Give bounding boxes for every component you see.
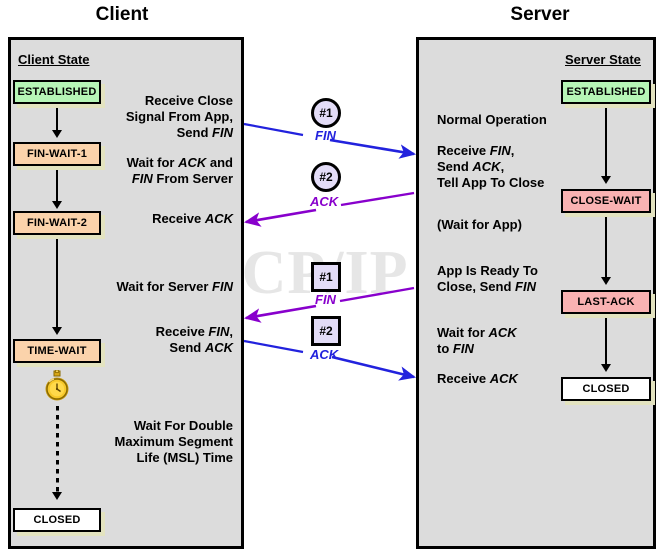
server-flow-arrow-2 (601, 277, 611, 285)
wire-ack-4-left (243, 339, 304, 354)
client-flow-line-1 (56, 106, 58, 132)
wire-fin-3-left (243, 304, 317, 323)
client-state-fin-wait-2: FIN-WAIT-2 (13, 211, 101, 235)
server-state-closed: CLOSED (561, 377, 651, 401)
wire-fin-1-left (243, 122, 304, 137)
client-state-established: ESTABLISHED (13, 80, 101, 104)
client-flow-arrow-1 (52, 130, 62, 138)
server-column-title: Server (510, 4, 570, 25)
client-flow-arrow-2 (52, 201, 62, 209)
server-state-close-wait: CLOSE-WAIT (561, 189, 651, 213)
server-flow-arrow-3 (601, 364, 611, 372)
server-note-receive-fin-send-ack: Receive FIN,Send ACK,Tell App To Close (437, 143, 545, 190)
client-state-fin-wait-1: FIN-WAIT-1 (13, 142, 101, 166)
message-label-3-fin: FIN (315, 292, 336, 307)
wire-ack-4-right (331, 355, 417, 381)
client-column-title: Client (95, 4, 149, 25)
server-state-header: Server State (565, 52, 641, 67)
client-note-receive-ack: Receive ACK (152, 211, 233, 226)
wire-ack-2-left (243, 208, 317, 227)
server-flow-arrow-1 (601, 176, 611, 184)
client-flow-arrow-3 (52, 327, 62, 335)
message-marker-1-fin: #1 (311, 98, 341, 128)
server-flow-line-1 (605, 106, 607, 178)
client-note-receive-fin-send-ack: Receive FIN,Send ACK (155, 324, 233, 355)
server-flow-line-3 (605, 316, 607, 366)
wire-ack-2-right (340, 191, 415, 207)
client-flow-line-2 (56, 168, 58, 203)
message-marker-2-ack: #2 (311, 162, 341, 192)
client-state-time-wait: TIME-WAIT (13, 339, 101, 363)
message-label-4-ack: ACK (310, 347, 339, 362)
server-flow-line-2 (605, 215, 607, 279)
client-msl-dotted-line (56, 406, 59, 494)
client-flow-line-3 (56, 237, 58, 329)
message-label-2-ack: ACK (310, 194, 339, 209)
server-note-wait-for-app: (Wait for App) (437, 217, 522, 232)
client-state-closed: CLOSED (13, 508, 101, 532)
client-note-wait-for-server-fin: Wait for Server FIN (116, 279, 233, 294)
server-note-receive-ack: Receive ACK (437, 371, 518, 386)
message-marker-3-fin: #1 (311, 262, 341, 292)
wire-fin-3-right (339, 286, 415, 303)
client-panel (8, 37, 244, 549)
message-label-1-fin: FIN (315, 128, 336, 143)
server-state-last-ack: LAST-ACK (561, 290, 651, 314)
server-state-established: ESTABLISHED (561, 80, 651, 104)
wire-fin-1-right (329, 138, 417, 159)
client-flow-arrow-4 (52, 492, 62, 500)
client-state-header: Client State (18, 52, 90, 67)
message-marker-4-ack: #2 (311, 316, 341, 346)
server-note-normal-operation: Normal Operation (437, 112, 547, 127)
stopwatch-icon (42, 369, 72, 409)
